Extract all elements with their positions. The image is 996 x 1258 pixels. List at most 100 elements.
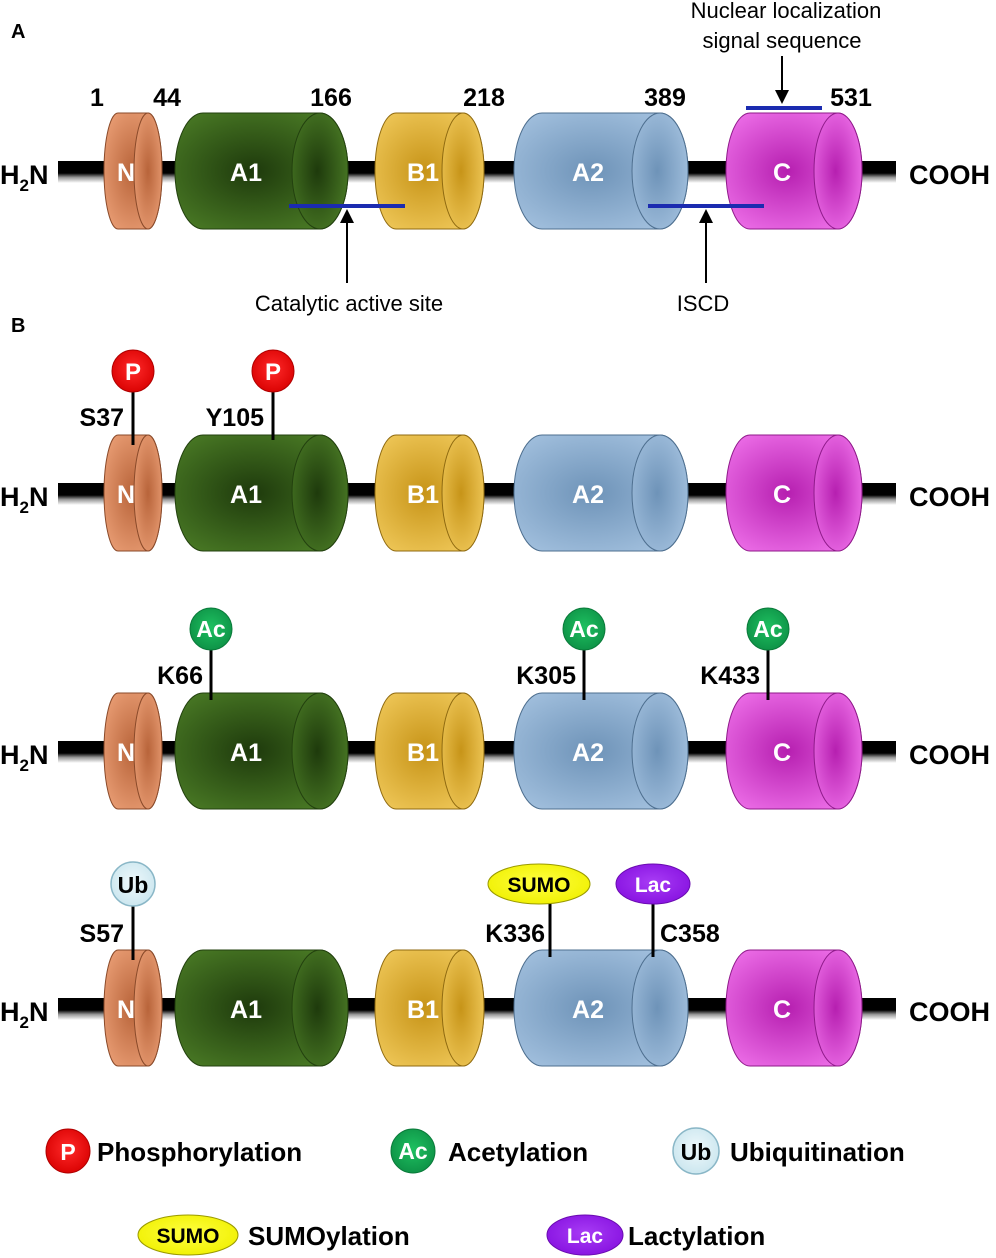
domain-a2-cap	[631, 949, 689, 1067]
chain-phosphorylation: H2N COOH N A1 B1 A2 C	[0, 434, 990, 552]
position-218: 218	[463, 84, 505, 112]
domain-a2: A2	[513, 112, 689, 230]
legend-ubiq-icon	[672, 1127, 720, 1175]
sumo-mark-k336-text: SUMO	[508, 874, 571, 897]
domain-b1-label: B1	[407, 739, 439, 767]
legend-lac-label: Lactylation	[628, 1221, 765, 1251]
domain-a2-label: A2	[572, 159, 604, 187]
legend-acetyl-label: Acetylation	[448, 1137, 588, 1167]
legend-lac-icon	[546, 1214, 624, 1256]
domain-a1-label: A1	[230, 159, 262, 187]
legend-acetyl-icon-text: Ac	[398, 1138, 428, 1164]
domain-a2: A2	[513, 949, 689, 1067]
panel-b-label: B	[11, 315, 25, 337]
domain-b1: B1	[374, 434, 485, 552]
domain-a1-cap	[291, 692, 349, 810]
lac-mark-c358	[615, 863, 691, 905]
domain-b1-cap	[441, 949, 485, 1067]
site-s57-label: S57	[80, 920, 124, 948]
domain-a2-label: A2	[572, 739, 604, 767]
domain-a1-cap	[291, 949, 349, 1067]
acetyl-mark-k66	[189, 607, 233, 651]
acetyl-mark-k66-text: Ac	[196, 616, 226, 642]
sumo-mark-k336	[487, 863, 591, 905]
domain-c-label: C	[773, 159, 791, 187]
n-terminus-label: H2N	[0, 160, 48, 195]
iscd-label: ISCD	[677, 291, 730, 316]
site-k433-label: K433	[700, 662, 760, 690]
domain-c-label: C	[773, 739, 791, 767]
domain-b1: B1	[374, 949, 485, 1067]
domain-a2: A2	[513, 434, 689, 552]
domain-c: C	[725, 112, 863, 230]
site-c358-label: C358	[660, 920, 720, 948]
ubiq-mark-s57	[110, 861, 156, 907]
n-terminus-label: H2N	[0, 997, 48, 1032]
n-terminus-label: H2N	[0, 740, 48, 775]
acetyl-mark-k305-text: Ac	[569, 616, 599, 642]
c-terminus-label: COOH	[909, 482, 990, 512]
site-k305-label: K305	[516, 662, 576, 690]
legend-sumo-icon	[137, 1214, 239, 1256]
domain-n-cap	[133, 434, 163, 552]
domain-c-label: C	[773, 481, 791, 509]
position-389: 389	[644, 84, 686, 112]
nls-label-line1: Nuclear localization	[691, 0, 882, 23]
domain-n-cap	[133, 692, 163, 810]
legend: P Phosphorylation Ac Acetylation Ub Ubiq…	[45, 1127, 905, 1256]
site-y105-label: Y105	[206, 404, 264, 432]
c-terminus-label: COOH	[909, 160, 990, 190]
domain-b1: B1	[374, 692, 485, 810]
domain-c: C	[725, 692, 863, 810]
domain-a1-cap	[291, 112, 349, 230]
domain-a1-label: A1	[230, 996, 262, 1024]
legend-ubiq-label: Ubiquitination	[730, 1137, 905, 1167]
legend-phospho-label: Phosphorylation	[97, 1137, 302, 1167]
nls-label-line2: signal sequence	[702, 28, 861, 53]
domain-a1: A1	[174, 949, 349, 1067]
domain-a2-label: A2	[572, 996, 604, 1024]
domain-a2: A2	[513, 692, 689, 810]
phospho-mark-s37	[111, 349, 155, 393]
domain-n-cap	[133, 949, 163, 1067]
domain-n: N	[103, 949, 163, 1067]
domain-c-cap	[813, 949, 863, 1067]
domain-a2-cap	[631, 112, 689, 230]
acetyl-mark-k433-text: Ac	[753, 616, 783, 642]
domain-a1: A1	[174, 434, 349, 552]
panel-a-label: A	[11, 21, 25, 43]
phospho-mark-y105-text: P	[265, 359, 281, 386]
domain-b1-cap	[441, 434, 485, 552]
domain-b1-label: B1	[407, 159, 439, 187]
domain-b1: B1	[374, 112, 485, 230]
domain-n: N	[103, 434, 163, 552]
legend-acetyl-icon	[390, 1128, 436, 1174]
domain-n-label: N	[117, 481, 135, 509]
acetyl-mark-k305	[562, 607, 606, 651]
domain-n: N	[103, 692, 163, 810]
catalytic-label: Catalytic active site	[255, 291, 443, 316]
n-terminus-label: H2N	[0, 482, 48, 517]
lac-mark-c358-text: Lac	[635, 874, 672, 897]
domain-b1-label: B1	[407, 481, 439, 509]
c-terminus-label: COOH	[909, 997, 990, 1027]
position-44: 44	[153, 84, 181, 112]
legend-phospho-icon	[45, 1128, 91, 1174]
legend-ubiq-icon-text: Ub	[681, 1139, 712, 1165]
legend-sumo-icon-text: SUMO	[157, 1225, 220, 1248]
phospho-mark-y105	[251, 349, 295, 393]
domain-a1: A1	[174, 112, 349, 230]
domain-c-label: C	[773, 996, 791, 1024]
acetyl-mark-k433	[746, 607, 790, 651]
domain-b1-cap	[441, 112, 485, 230]
domain-a2-label: A2	[572, 481, 604, 509]
site-k66-label: K66	[157, 662, 203, 690]
ubiq-mark-s57-text: Ub	[118, 872, 149, 898]
domain-n-label: N	[117, 739, 135, 767]
domain-a1-label: A1	[230, 481, 262, 509]
domain-c: C	[725, 434, 863, 552]
legend-sumo-label: SUMOylation	[248, 1221, 410, 1251]
